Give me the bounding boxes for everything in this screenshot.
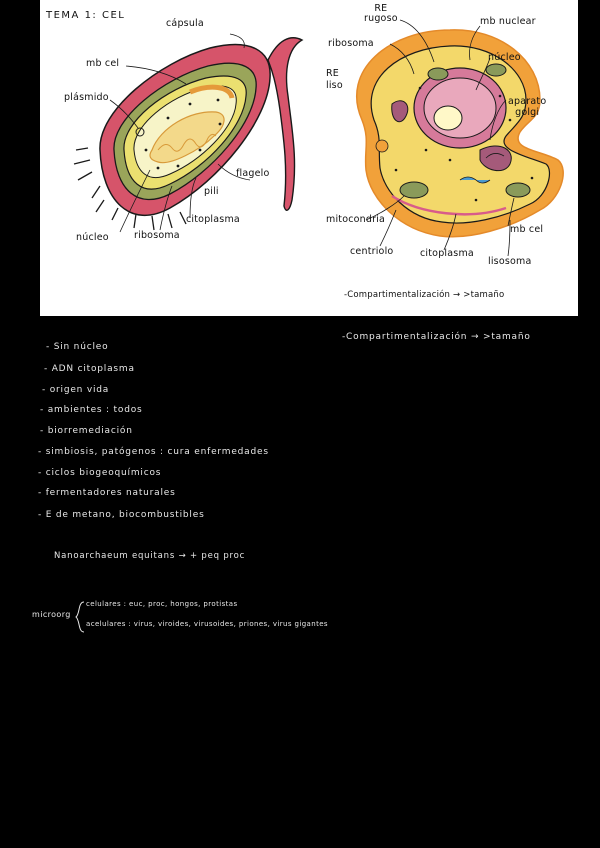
label-citoplasma: citoplasma (186, 214, 240, 225)
golgi (479, 145, 512, 172)
list-item: - ciclos biogeoquímicos (38, 468, 162, 478)
label-flagelo: flagelo (236, 168, 270, 179)
list-item: - ADN citoplasma (44, 364, 135, 374)
label-mb-nuclear: mb nuclear (480, 16, 536, 27)
right-caption: -Compartimentalización → >tamaño (342, 332, 531, 342)
figure-caption: -Compartimentalización → >tamaño (344, 290, 505, 300)
label-nucleo-euk: núcleo (488, 52, 521, 63)
nanoarchaeum-note: Nanoarchaeum equitans → + peq proc (54, 551, 246, 561)
mitochondria-right (485, 63, 507, 77)
label-aparato-golgi: aparato golgi (508, 96, 547, 118)
list-item: - biorremediación (40, 426, 133, 436)
label-re-liso: RE liso (326, 68, 343, 91)
nucleus (423, 77, 497, 139)
nucleoid (149, 111, 225, 164)
label-ribosoma-euk: ribosoma (328, 38, 374, 49)
label-re-rugoso: RE rugoso (364, 3, 398, 24)
list-item: - Sin núcleo (46, 342, 109, 352)
smooth-er (391, 100, 409, 123)
mitochondria-lower (505, 182, 531, 198)
membrane-highlight (189, 84, 235, 99)
pointer-lines (109, 33, 251, 233)
label-plasmido: plásmido (64, 92, 109, 103)
ribosomes (144, 98, 222, 170)
label-capsula: cápsula (166, 18, 204, 29)
label-citoplasma-euk: citoplasma (420, 248, 474, 259)
lysosome (375, 139, 389, 153)
microorg-item: celulares : euc, proc, hongos, protistas (86, 600, 238, 608)
brace-icon (75, 601, 85, 633)
vesicle-blue (459, 176, 491, 184)
label-mb-cel-euk: mb cel (510, 224, 544, 235)
nucleolus (433, 105, 463, 131)
list-item: - fermentadores naturales (38, 488, 176, 498)
microorg-label: microorg (32, 610, 71, 619)
pili (73, 147, 187, 231)
label-pili: pili (204, 186, 219, 197)
label-mb-cel: mb cel (86, 58, 120, 69)
dna (157, 133, 217, 152)
list-item: - E de metano, biocombustibles (38, 510, 205, 520)
list-item: - ambientes : todos (40, 405, 143, 415)
flagellum (267, 37, 304, 211)
label-centriolo: centriolo (350, 246, 394, 257)
list-item: - origen vida (42, 385, 110, 395)
microorg-item: acelulares : virus, viroides, virusoides… (86, 620, 328, 628)
eukaryote-cell (356, 19, 564, 257)
figure-title: TEMA 1: CEL (46, 10, 126, 21)
cell-illustration (73, 19, 564, 257)
cell-diagram: TEMA 1: CEL cápsula mb cel plásmido flag… (40, 0, 578, 316)
mitochondria-top (427, 67, 449, 81)
label-ribosoma: ribosoma (134, 230, 180, 241)
label-lisosoma: lisosoma (488, 256, 532, 267)
eukaryote-pointer-lines (365, 19, 515, 257)
label-mitocondria: mitocondria (326, 214, 386, 225)
mitochondria (399, 181, 429, 199)
plasmid (135, 127, 145, 137)
membrane-pink (391, 194, 507, 216)
label-nucleo: núcleo (76, 232, 109, 243)
list-item: - simbiosis, patógenos : cura enfermedad… (38, 447, 269, 457)
eukaryote-ribosomes (394, 86, 534, 202)
prokaryote-cell (73, 33, 304, 233)
golgi-line (485, 153, 505, 159)
